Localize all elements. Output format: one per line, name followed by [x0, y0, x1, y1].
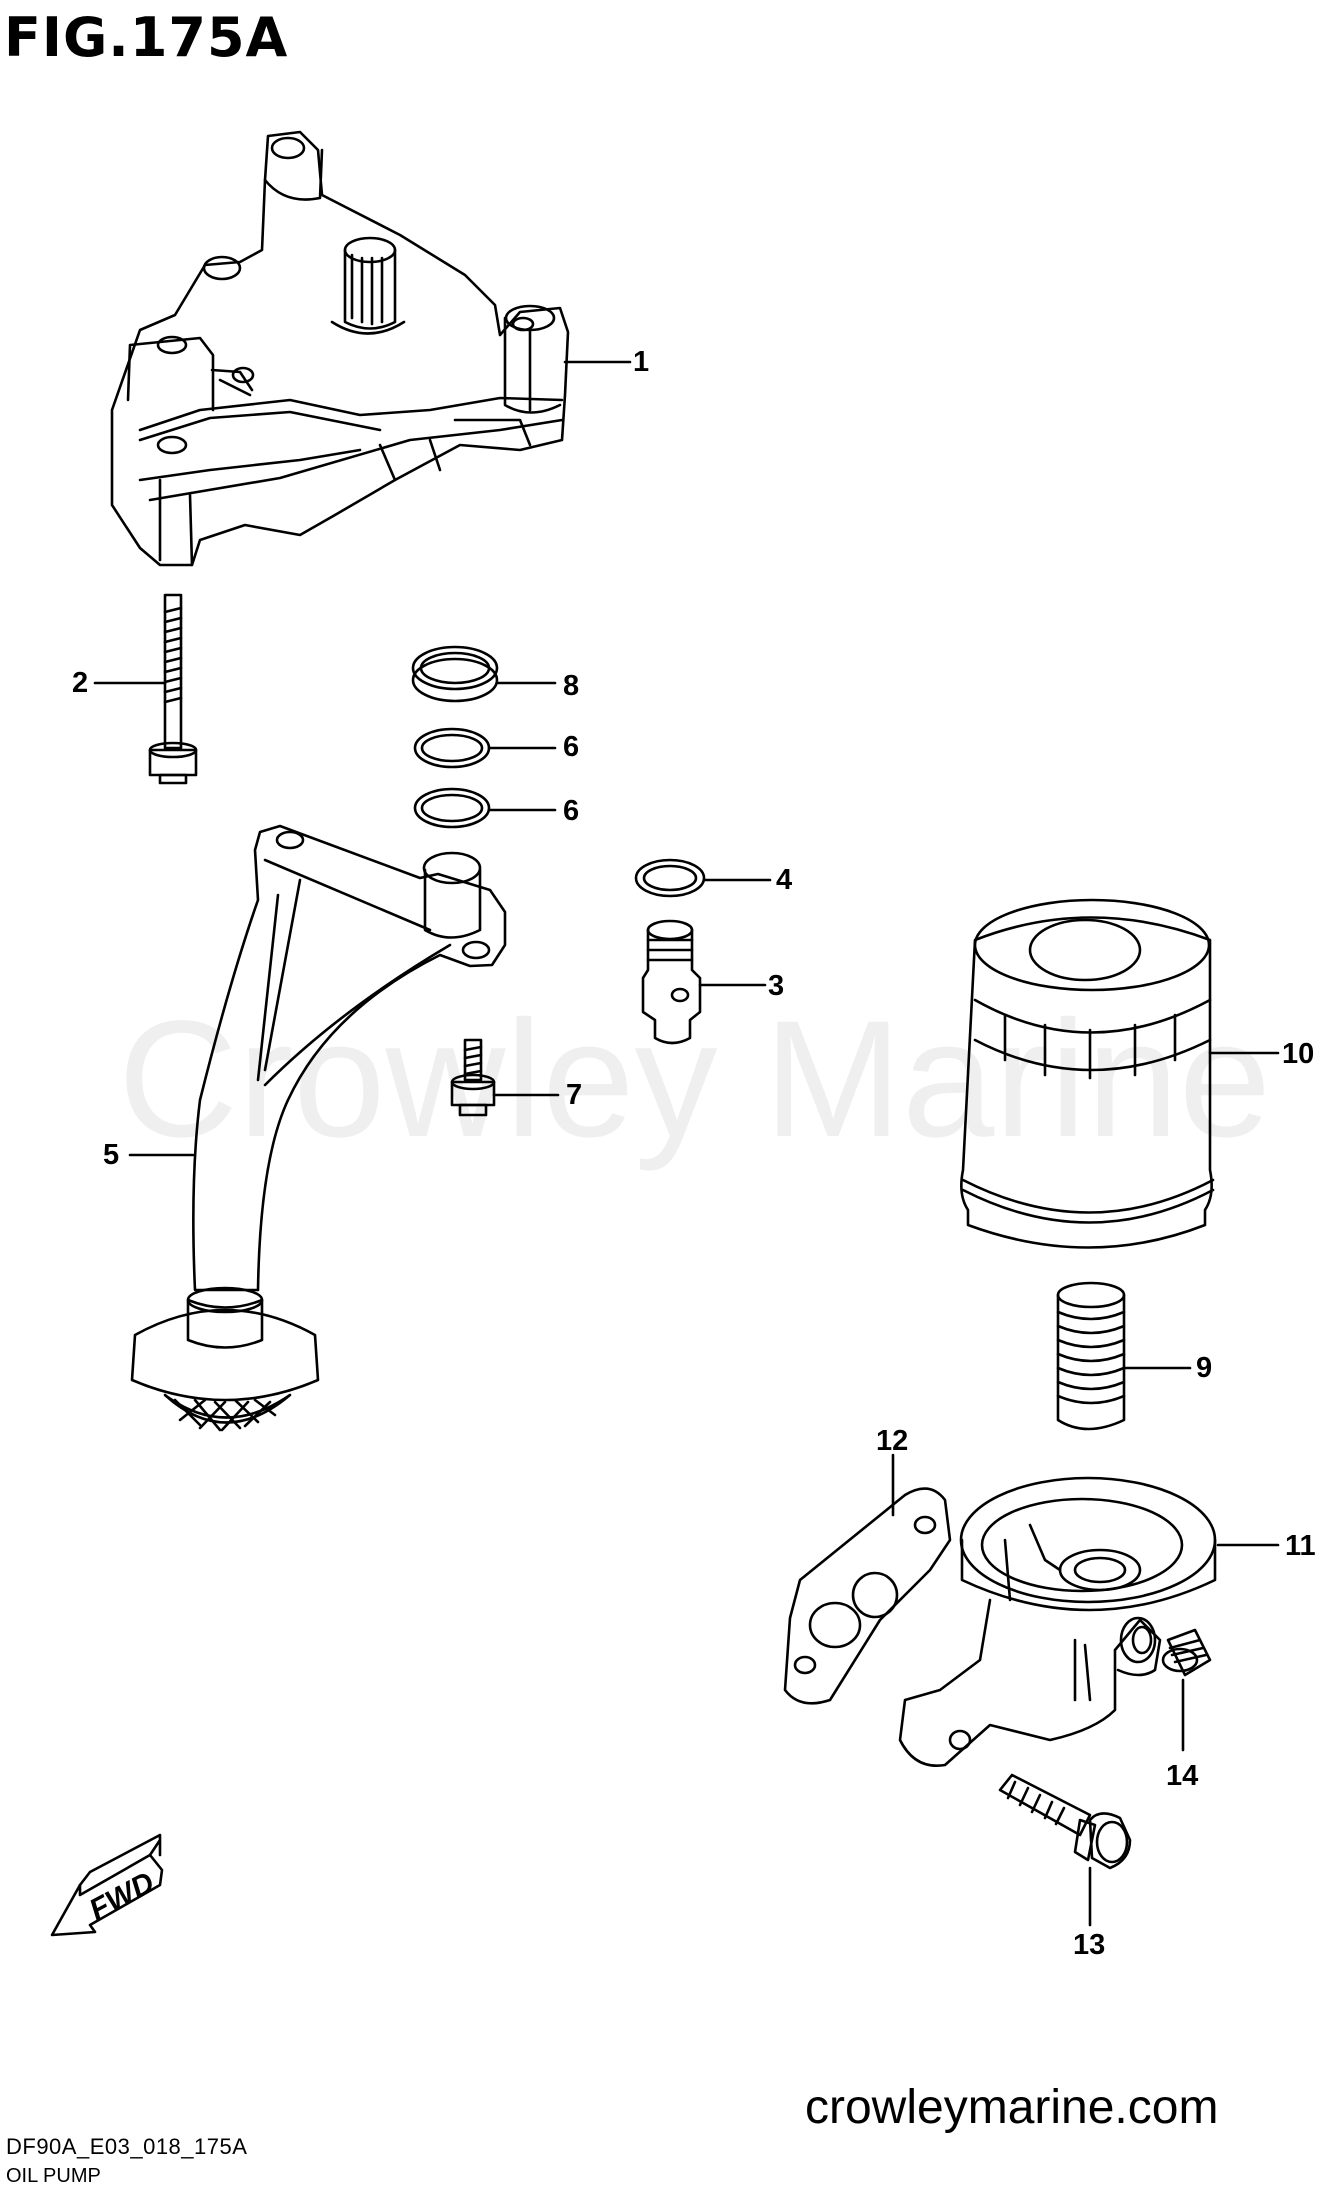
plug-14[interactable] [1161, 1628, 1212, 1677]
callout-7: 7 [566, 1079, 583, 1111]
callout-14: 14 [1166, 1760, 1199, 1792]
callout-6b: 6 [563, 795, 580, 827]
o-ring-8[interactable] [411, 645, 499, 703]
callout-1: 1 [633, 346, 650, 378]
oil-filter[interactable] [960, 898, 1215, 1249]
small-bolt-7[interactable] [450, 1038, 496, 1117]
oil-filter-base-11[interactable] [898, 1476, 1217, 1768]
drawing-code: DF90A_E03_018_175A [6, 2134, 248, 2159]
figure-title: FIG.175A [4, 6, 289, 69]
callout-9: 9 [1196, 1352, 1213, 1384]
fwd-arrow: FWD [50, 1833, 164, 1937]
callout-8: 8 [563, 670, 580, 702]
callout-11: 11 [1285, 1530, 1316, 1562]
callout-4: 4 [776, 864, 793, 896]
callout-6a: 6 [563, 731, 580, 763]
oil-strainer[interactable] [130, 824, 507, 1432]
gasket-4[interactable] [634, 858, 706, 898]
flange-bolt-13[interactable] [998, 1773, 1132, 1870]
callout-5: 5 [103, 1139, 120, 1171]
callout-13: 13 [1073, 1929, 1106, 1961]
drawing-name: OIL PUMP [6, 2165, 101, 2187]
callout-2: 2 [72, 667, 89, 699]
gasket-plate-12[interactable] [783, 1487, 952, 1705]
o-ring-6-upper[interactable] [413, 727, 491, 769]
callout-3: 3 [768, 970, 785, 1002]
pump-bolt[interactable] [148, 593, 198, 785]
callout-10: 10 [1282, 1038, 1315, 1070]
o-ring-6-lower[interactable] [413, 787, 491, 829]
fwd-label: FWD [84, 1866, 160, 1927]
oil-pump-housing[interactable] [110, 130, 570, 567]
site-link[interactable]: crowleymarine.com [805, 2081, 1219, 2134]
threaded-stud-9[interactable] [1056, 1281, 1126, 1431]
union-connector-3[interactable] [641, 919, 702, 1045]
callout-12: 12 [876, 1425, 909, 1457]
